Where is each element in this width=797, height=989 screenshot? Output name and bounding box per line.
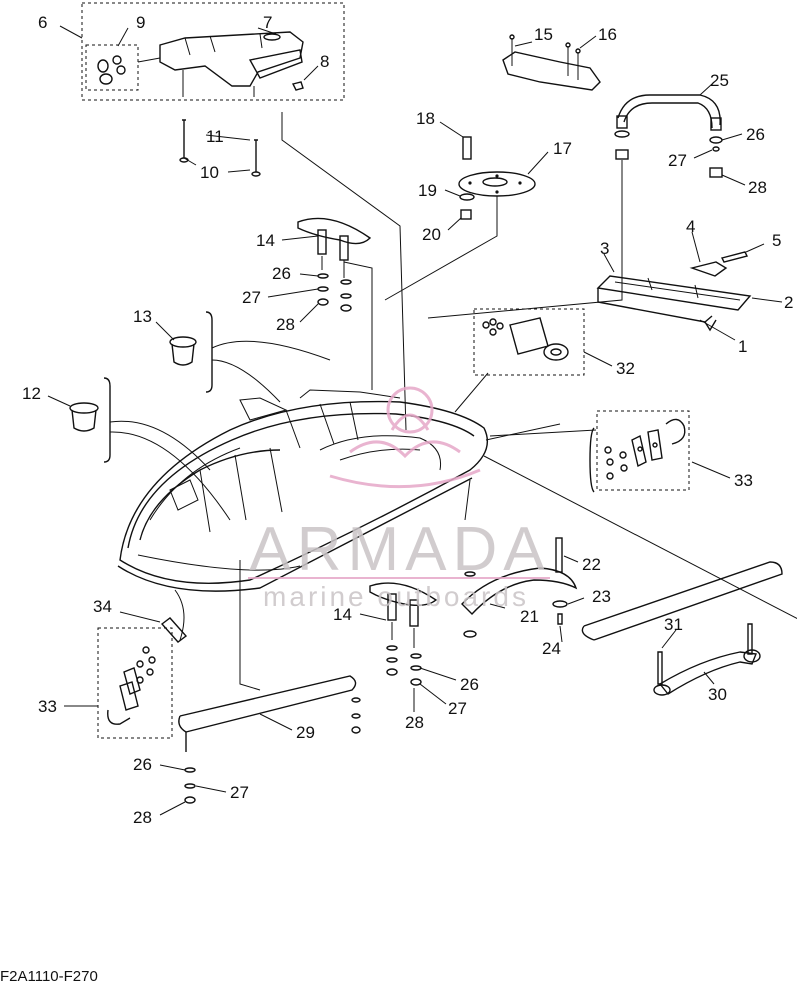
callout-33-right: 33 <box>734 471 753 490</box>
callout-21: 21 <box>520 607 539 626</box>
callout-34: 34 <box>93 597 112 616</box>
callout-24: 24 <box>542 639 561 658</box>
callout-2: 2 <box>784 293 793 312</box>
callout-27-d: 27 <box>230 783 249 802</box>
callout-27-a: 27 <box>668 151 687 170</box>
part-rail-25 <box>427 83 746 319</box>
part-cupholder-12 <box>47 377 231 521</box>
callout-1: 1 <box>738 337 747 356</box>
callout-9: 9 <box>136 13 145 32</box>
callout-18: 18 <box>416 109 435 128</box>
callout-28-c: 28 <box>405 713 424 732</box>
callout-26-c: 26 <box>460 675 479 694</box>
part-latch-33-right <box>489 410 731 493</box>
callout-8: 8 <box>320 52 329 71</box>
callout-33-left: 33 <box>38 697 57 716</box>
callout-28-a: 28 <box>748 178 767 197</box>
callout-28-d: 28 <box>133 808 152 827</box>
callout-15: 15 <box>534 25 553 44</box>
part-handle-30 <box>653 623 761 696</box>
callout-7: 7 <box>263 13 272 32</box>
callout-12: 12 <box>22 384 41 403</box>
callout-20: 20 <box>422 225 441 244</box>
callout-29: 29 <box>296 723 315 742</box>
callout-14-top: 14 <box>256 231 275 250</box>
callout-11: 11 <box>206 127 224 146</box>
callout-27-c: 27 <box>448 699 467 718</box>
watermark-logo: ARMADA marine outboards <box>248 386 550 612</box>
callout-19: 19 <box>418 181 437 200</box>
part-latch-33-left <box>64 611 188 739</box>
part-rail-21 <box>461 537 585 643</box>
hull-leaders <box>174 112 797 691</box>
callout-28-b: 28 <box>276 315 295 334</box>
callout-26-d: 26 <box>133 755 152 774</box>
part-rail-plate-1 <box>596 231 783 341</box>
watermark-tagline: marine outboards <box>263 581 529 612</box>
callout-labels: 6 9 7 8 11 10 15 16 25 26 27 28 18 17 19… <box>22 13 793 827</box>
callout-16: 16 <box>598 25 617 44</box>
callout-14-bottom: 14 <box>333 605 352 624</box>
watermark-brand: ARMADA <box>249 515 550 584</box>
callout-5: 5 <box>772 231 781 250</box>
callout-26-a: 26 <box>746 125 765 144</box>
callout-10: 10 <box>200 163 219 182</box>
part-hatch-17 <box>384 121 549 301</box>
callout-6: 6 <box>38 13 47 32</box>
callout-26-b: 26 <box>272 264 291 283</box>
part-cleat-14-bottom <box>359 582 457 712</box>
callout-3: 3 <box>600 239 609 258</box>
part-plate-15 <box>502 34 601 91</box>
part-cleat-14-top <box>267 217 373 390</box>
callout-32: 32 <box>616 359 635 378</box>
callout-13: 13 <box>133 307 152 326</box>
part-group-6 <box>59 2 345 177</box>
diagram-code: F2A1110-F270 <box>0 968 98 984</box>
part-cupholder-13 <box>155 311 331 403</box>
callout-27-b: 27 <box>242 288 261 307</box>
rubrail-strip <box>581 561 783 641</box>
callout-23: 23 <box>592 587 611 606</box>
callout-30: 30 <box>708 685 727 704</box>
part-rubrail-29 <box>159 675 361 816</box>
callout-4: 4 <box>686 217 695 236</box>
callout-22: 22 <box>582 555 601 574</box>
callout-25: 25 <box>710 71 729 90</box>
callout-17: 17 <box>553 139 572 158</box>
part-latch-32 <box>454 308 613 413</box>
callout-31: 31 <box>664 615 683 634</box>
